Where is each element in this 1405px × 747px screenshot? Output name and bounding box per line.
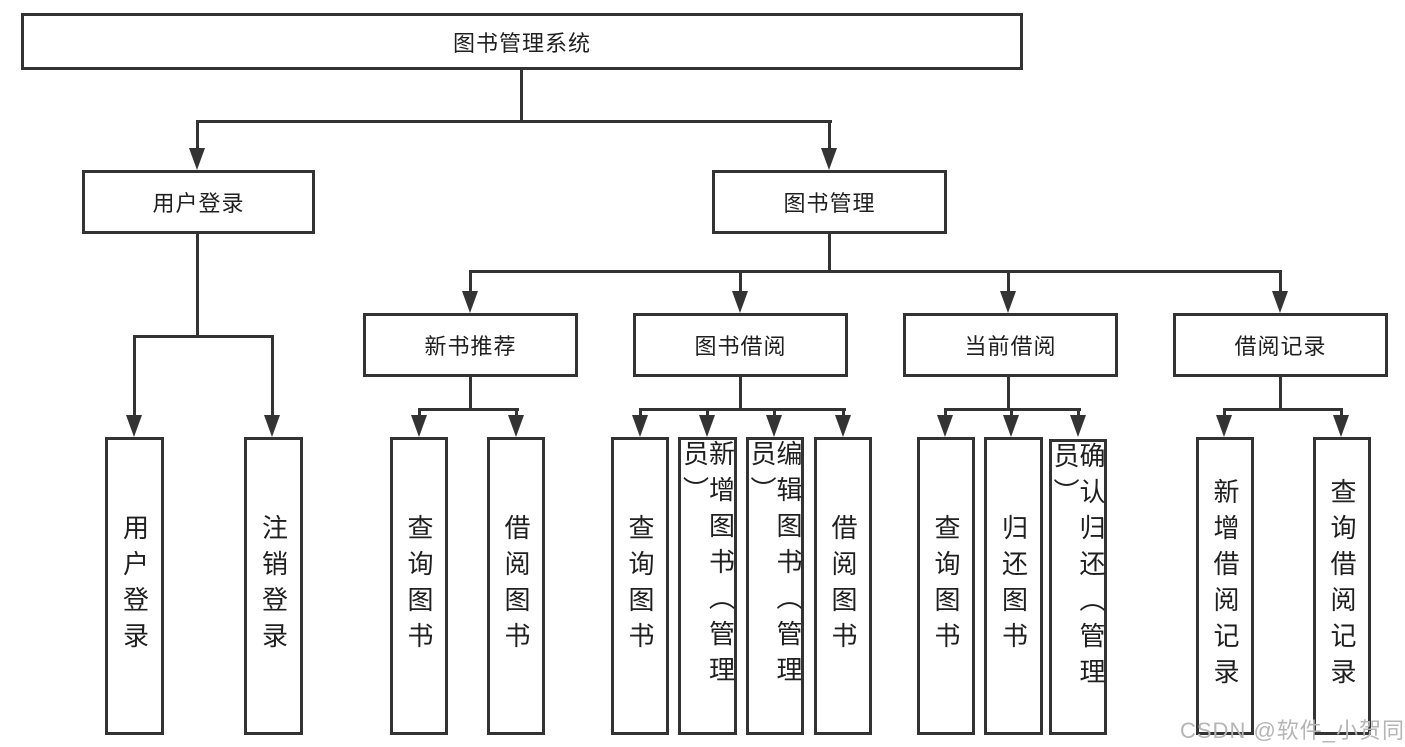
node-current-borrowing: 当前借阅 [903, 313, 1118, 377]
connector-line [418, 408, 519, 411]
node-label: 查询图书 [931, 514, 961, 658]
arrowhead-down-icon [835, 415, 851, 437]
node-leaf-bb-edit-books: 编辑图书（管理员） [746, 437, 804, 735]
arrowhead-down-icon [462, 291, 478, 313]
node-user-login: 用户登录 [82, 170, 315, 234]
connector-line [1223, 408, 1343, 411]
node-label: 确认归还（管理员） [1050, 442, 1106, 694]
arrowhead-down-icon [732, 291, 748, 313]
connector-line [1223, 408, 1226, 415]
arrowhead-down-icon [937, 415, 953, 437]
connector-line [739, 377, 742, 408]
arrowhead-down-icon [1216, 415, 1232, 437]
node-label: 注销登录 [258, 514, 289, 658]
connector-line [639, 408, 642, 415]
node-leaf-nb-borrow-books: 借阅图书 [487, 437, 545, 735]
connector-line [739, 270, 742, 291]
node-leaf-bb-add-books: 新增图书（管理员） [678, 437, 737, 735]
arrowhead-down-icon [821, 148, 837, 170]
arrowhead-down-icon [766, 415, 782, 437]
node-label: 图书借阅 [694, 334, 787, 359]
node-label: 查询图书 [625, 514, 655, 658]
node-book-borrowing: 图书借阅 [633, 313, 848, 377]
node-leaf-cb-return-books: 归还图书 [984, 437, 1043, 735]
node-leaf-logout: 注销登录 [244, 437, 303, 735]
node-label: 借阅记录 [1234, 334, 1327, 359]
arrowhead-down-icon [126, 415, 142, 437]
connector-line [196, 233, 199, 335]
node-label: 查询借阅记录 [1327, 478, 1357, 694]
connector-line [944, 408, 947, 415]
connector-line [1340, 408, 1343, 415]
connector-line [828, 234, 831, 270]
node-book-management: 图书管理 [712, 170, 947, 234]
connector-line [133, 335, 274, 338]
node-leaf-bb-query-books: 查询图书 [611, 437, 669, 735]
connector-line [1010, 408, 1013, 415]
arrowhead-down-icon [1000, 291, 1016, 313]
connector-line [133, 335, 136, 415]
node-label: 新增借阅记录 [1210, 478, 1240, 694]
arrowhead-down-icon [508, 415, 524, 437]
connector-line [196, 120, 199, 148]
arrowhead-down-icon [411, 415, 427, 437]
connector-line [515, 408, 518, 415]
node-leaf-cb-confirm-return: 确认归还（管理员） [1049, 439, 1107, 735]
node-label: 新书推荐 [424, 334, 517, 359]
connector-line [520, 70, 523, 120]
arrowhead-down-icon [1272, 291, 1288, 313]
arrowhead-down-icon [1003, 415, 1019, 437]
connector-line [271, 335, 274, 415]
connector-line [1279, 270, 1282, 291]
arrowhead-down-icon [699, 415, 715, 437]
connector-line [828, 120, 831, 148]
node-label: 图书管理 [783, 191, 876, 216]
node-label: 图书管理系统 [452, 30, 591, 56]
connector-line [469, 270, 472, 291]
connector-line [1007, 377, 1010, 408]
connector-line [842, 408, 845, 415]
connector-line [639, 408, 846, 411]
connector-line [469, 270, 1282, 273]
arrowhead-down-icon [1070, 415, 1086, 437]
node-label: 当前借阅 [964, 334, 1057, 359]
node-label: 查询图书 [404, 514, 434, 658]
node-label: 借阅图书 [501, 514, 531, 658]
connector-line [1077, 408, 1080, 415]
node-leaf-br-query-record: 查询借阅记录 [1313, 437, 1371, 735]
arrowhead-down-icon [632, 415, 648, 437]
connector-line [1007, 270, 1010, 291]
node-leaf-user-login: 用户登录 [105, 437, 164, 735]
node-label: 用户登录 [119, 514, 150, 658]
arrowhead-down-icon [1333, 415, 1349, 437]
arrowhead-down-icon [189, 148, 205, 170]
node-label: 用户登录 [152, 191, 245, 216]
connector-line [1279, 377, 1282, 408]
watermark: CSDN @软件_小贺同学 [1180, 718, 1405, 743]
connector-line [773, 408, 776, 415]
node-label: 新增图书（管理员） [679, 440, 736, 692]
node-root: 图书管理系统 [21, 13, 1023, 70]
node-leaf-bb-borrow-books: 借阅图书 [814, 437, 872, 735]
node-leaf-cb-query-books: 查询图书 [917, 437, 975, 735]
arrowhead-down-icon [264, 415, 280, 437]
node-label: 归还图书 [998, 514, 1029, 658]
node-label: 编辑图书（管理员） [747, 440, 803, 692]
node-new-book-recommend: 新书推荐 [363, 313, 578, 377]
connector-line [706, 408, 709, 415]
connector-line [196, 120, 832, 123]
connector-line [469, 377, 472, 408]
node-leaf-nb-query-books: 查询图书 [390, 437, 448, 735]
connector-line [418, 408, 421, 415]
node-label: 借阅图书 [828, 514, 858, 658]
node-leaf-br-add-record: 新增借阅记录 [1196, 437, 1254, 735]
node-borrowing-records: 借阅记录 [1173, 313, 1388, 377]
